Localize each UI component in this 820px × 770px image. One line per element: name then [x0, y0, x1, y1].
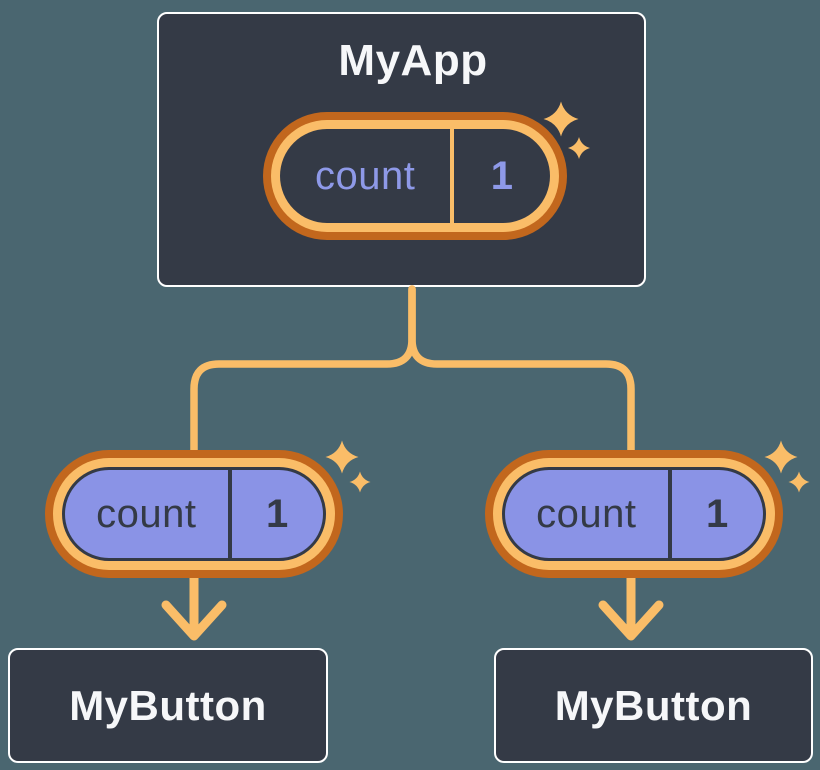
component-label: MyButton — [554, 681, 753, 729]
state-name: count — [96, 491, 197, 536]
state-pill-ring: count 1 — [271, 120, 559, 232]
state-pill-body: count 1 — [502, 467, 766, 561]
state-value: 1 — [450, 129, 550, 223]
sparkle-icon — [764, 440, 798, 474]
sparkle-icon — [788, 471, 810, 493]
arrow-down-icon — [161, 565, 227, 641]
state-pill-right-child: count 1 — [485, 450, 783, 578]
state-name: count — [314, 153, 416, 198]
component-label: MyButton — [69, 681, 267, 729]
state-value: 1 — [667, 470, 763, 558]
state-value: 1 — [227, 470, 323, 558]
state-pill-ring: count 1 — [53, 458, 335, 570]
edge-root-to-left-child — [190, 285, 416, 469]
state-pill-left-child: count 1 — [45, 450, 343, 578]
component-card-root — [157, 12, 646, 287]
sparkle-icon — [325, 440, 359, 474]
component-card-left-child: MyButton — [8, 648, 328, 763]
component-card-right-child: MyButton — [494, 648, 813, 763]
arrow-down-icon — [598, 565, 664, 641]
sparkle-icon — [349, 471, 371, 493]
state-pill-body: count 1 — [280, 129, 550, 223]
component-label: MyApp — [338, 36, 488, 85]
sparkle-icon — [568, 137, 590, 159]
state-name: count — [536, 491, 637, 536]
state-pill-root: count 1 — [263, 112, 567, 240]
edge-root-to-right-child — [408, 285, 635, 469]
state-pill-ring: count 1 — [493, 458, 775, 570]
state-pill-body: count 1 — [62, 467, 326, 561]
